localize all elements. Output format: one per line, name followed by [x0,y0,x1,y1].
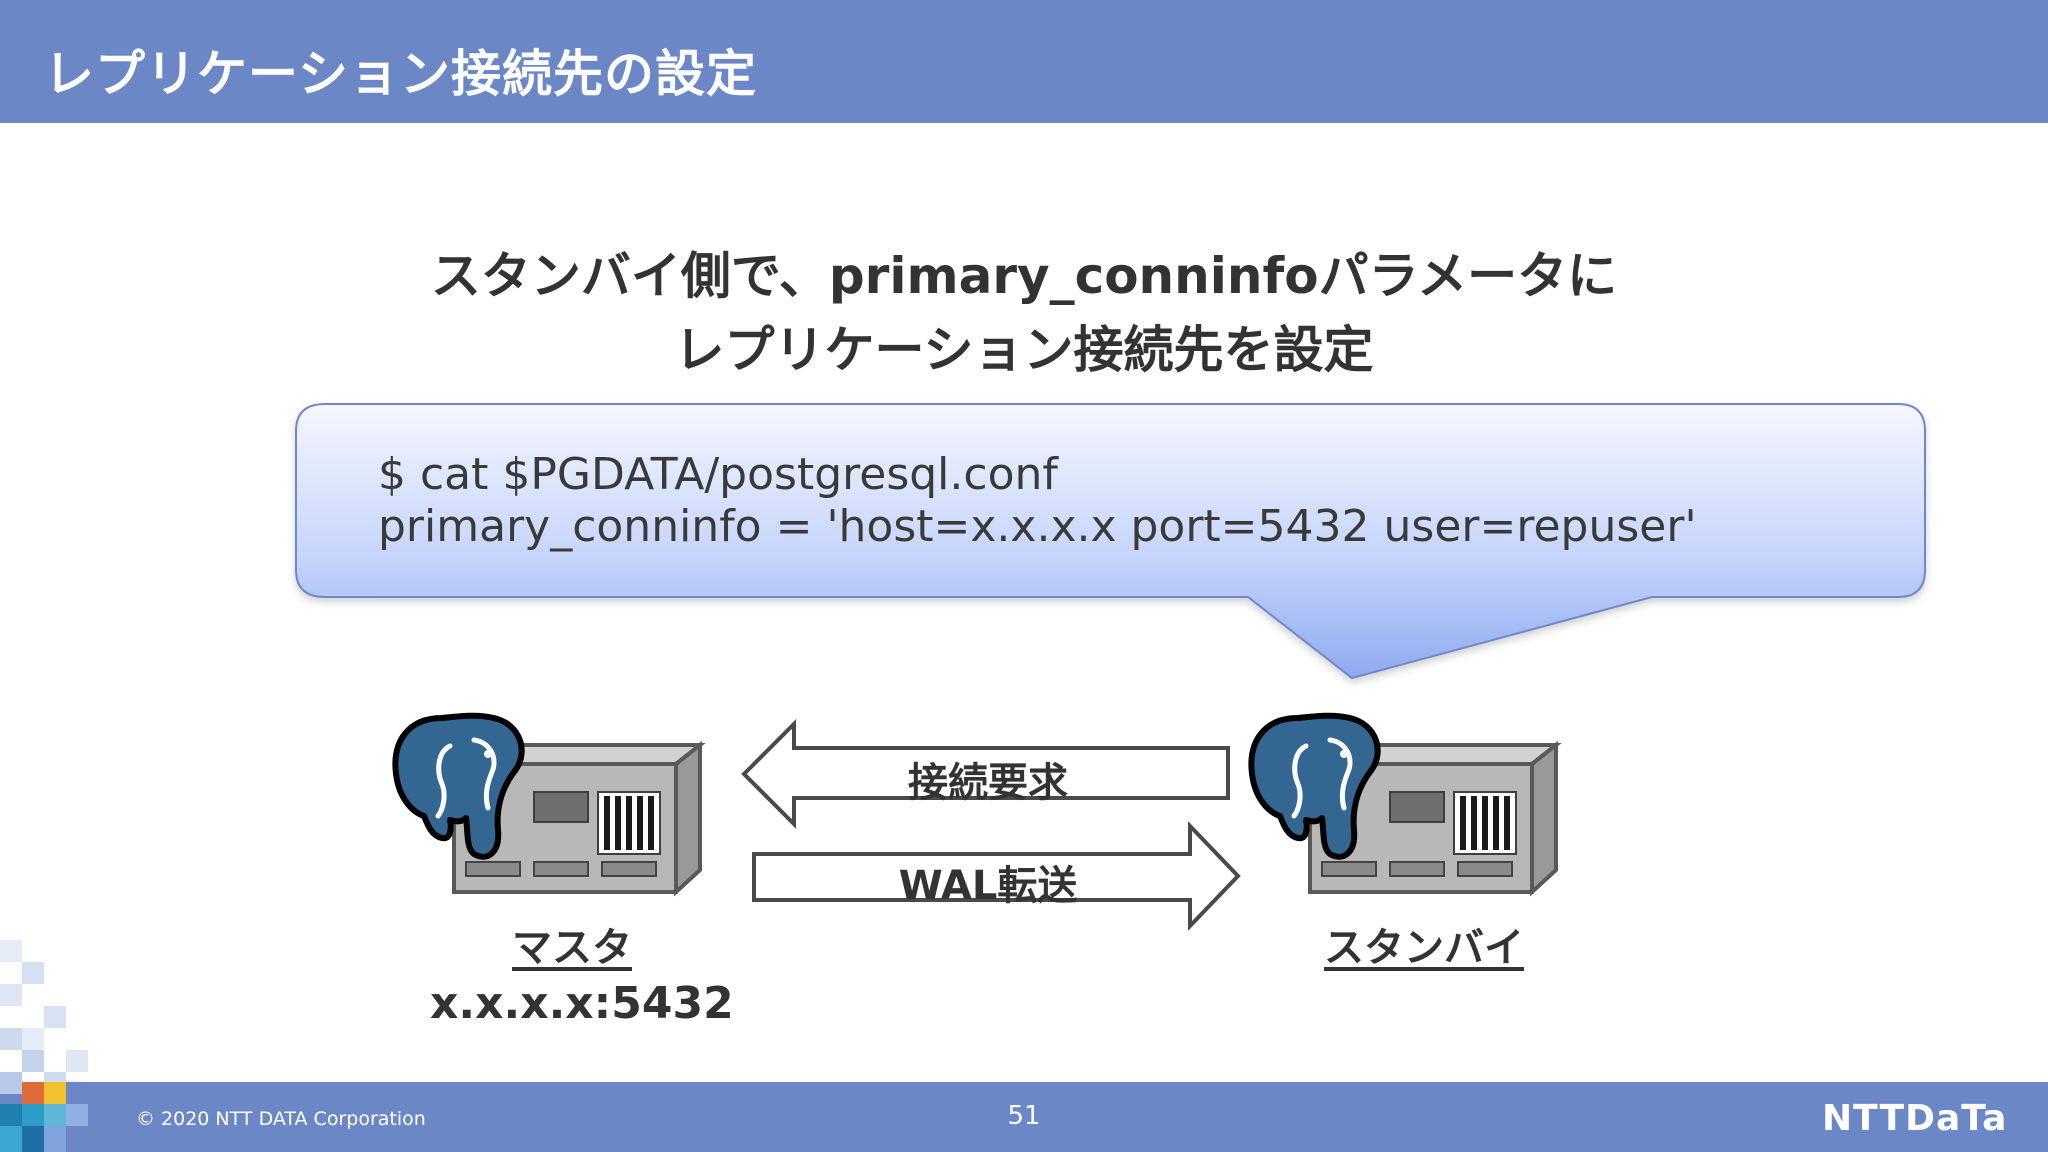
copyright-text: © 2020 NTT DATA Corporation [136,1108,426,1130]
wal-transfer-arrow [752,821,1241,931]
postgresql-elephant-icon [1248,712,1381,860]
master-label: マスタ [512,925,632,971]
slide-title: レプリケーション接続先の設定 [44,45,757,103]
connection-request-arrow [741,719,1230,829]
nttdata-logo: NTTDaTa [1822,1098,2008,1139]
footer-bar [0,1082,2048,1152]
corner-mosaic-decoration [0,940,88,1152]
postgresql-elephant-icon [392,712,525,860]
subtitle-line-1: スタンバイ側で、primary_conninfoパラメータに [430,247,1618,305]
code-callout [295,403,1926,680]
subtitle-line-2: レプリケーション接続先を設定 [674,321,1374,379]
standby-label: スタンバイ [1324,925,1524,971]
header-bar [0,0,2048,123]
master-address: x.x.x.x:5432 [430,978,734,1029]
code-line-conninfo: primary_conninfo = 'host=x.x.x.x port=54… [378,501,1697,552]
connection-request-label: 接続要求 [908,760,1068,806]
code-line-command: $ cat $PGDATA/postgresql.conf [378,449,1058,500]
page-number: 51 [1007,1101,1041,1131]
wal-transfer-label: WAL転送 [898,863,1078,909]
